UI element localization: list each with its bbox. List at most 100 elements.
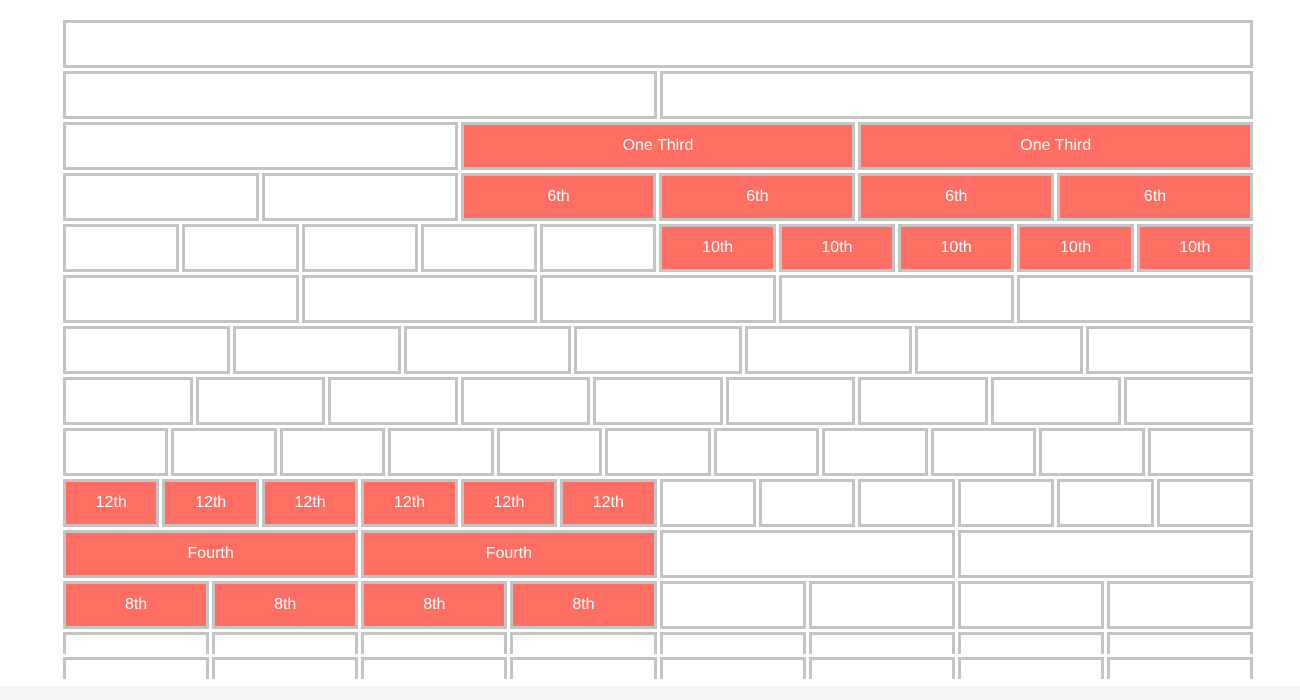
grid-cell-highlighted: 12th (162, 479, 259, 527)
grid-cell-label: 10th (821, 239, 853, 256)
grid-row (63, 71, 1253, 119)
grid-cell (808, 657, 955, 679)
grid-cell (328, 377, 458, 425)
grid-cell-highlighted: 12th (261, 479, 359, 527)
grid-cell (420, 224, 538, 272)
grid-cell (957, 632, 1104, 654)
grid-cell (1017, 275, 1253, 323)
grid-cell (63, 122, 458, 170)
grid-row (63, 632, 1253, 654)
grid-cell-label: 12th (95, 494, 127, 511)
grid-cell-label: One Third (622, 137, 694, 154)
grid-cell-label: 6th (746, 188, 769, 205)
grid-cell (182, 224, 299, 272)
grid-cell-label: One Third (1020, 137, 1092, 154)
grid-cell-highlighted: 6th (460, 173, 657, 221)
grid-cell (1057, 479, 1154, 527)
grid-cell (808, 581, 955, 629)
grid-cell-label: 10th (1059, 239, 1092, 256)
grid-cell (388, 428, 494, 476)
grid-cell-label: 8th (274, 596, 297, 613)
grid-cell-label: 12th (393, 494, 426, 511)
grid-cell (930, 428, 1037, 476)
grid-cell-label: 10th (702, 239, 734, 256)
grid-cell (725, 377, 856, 425)
grid-cell-highlighted: Fourth (361, 530, 657, 578)
grid-cell-highlighted: 8th (361, 581, 508, 629)
grid-cell (63, 377, 193, 425)
grid-cell (659, 71, 1253, 119)
grid-cell (1106, 632, 1253, 654)
grid-cell (990, 377, 1121, 425)
grid-cell-highlighted: 12th (460, 479, 558, 527)
grid-cell (808, 632, 955, 654)
grid-cell-highlighted: 6th (858, 173, 1055, 221)
grid-cell (301, 224, 418, 272)
grid-row (63, 657, 1253, 679)
grid-cell (540, 224, 657, 272)
grid-cell-highlighted: 8th (212, 581, 359, 629)
grid-row: 8th 8th 8th 8th (63, 581, 1253, 629)
grid-cell-highlighted: 12th (361, 479, 458, 527)
grid-row (63, 377, 1254, 425)
grid-cell (659, 657, 806, 679)
grid-cell (212, 657, 359, 679)
grid-cell-highlighted: 10th (659, 224, 776, 272)
grid-cell (858, 479, 955, 527)
grid-cell-label: 6th (1143, 188, 1167, 205)
grid-cell (659, 479, 756, 527)
grid-cell (1147, 428, 1253, 476)
grid-cell (195, 377, 326, 425)
grid-cell-highlighted: 6th (1057, 173, 1253, 221)
grid-cell (63, 428, 169, 476)
grid-row: 6th 6th 6th 6th (63, 173, 1253, 221)
grid-cell (713, 428, 820, 476)
grid-cell-label: 12th (592, 494, 624, 511)
grid-cell-label: 12th (493, 494, 525, 511)
grid-cell (1123, 377, 1254, 425)
grid-cell (361, 657, 508, 679)
grid-cell (957, 530, 1253, 578)
grid-cell-highlighted: 8th (510, 581, 657, 629)
grid-cell (1085, 326, 1253, 374)
grid-cell (510, 657, 657, 679)
grid-cell (403, 326, 572, 374)
grid-cell-highlighted: 10th (1136, 224, 1253, 272)
grid-cell (605, 428, 711, 476)
grid-cell (858, 377, 988, 425)
grid-cell-highlighted: 12th (560, 479, 657, 527)
grid-cell (63, 20, 1253, 68)
grid-cell (63, 632, 210, 654)
grid-cell (659, 632, 806, 654)
grid-cell-highlighted: 10th (1017, 224, 1134, 272)
grid-cell-highlighted: 10th (778, 224, 896, 272)
grid-cell (63, 71, 657, 119)
grid-cell (63, 224, 180, 272)
grid-cell (361, 632, 508, 654)
grid-cell-label: 8th (423, 596, 446, 613)
grid-cell (63, 657, 210, 679)
grid-cell-label: 6th (945, 188, 968, 205)
grid-cell (171, 428, 277, 476)
grid-cell-highlighted: 6th (659, 173, 856, 221)
grid-cell-highlighted: Fourth (63, 530, 359, 578)
grid-row (63, 326, 1253, 374)
grid-row (63, 20, 1253, 68)
grid-cell-highlighted: One Third (460, 122, 856, 170)
grid-cell (593, 377, 723, 425)
grid-cell (659, 530, 955, 578)
grid-cell (822, 428, 928, 476)
grid-cell (510, 632, 657, 654)
grid-cell-label: 8th (124, 596, 148, 613)
grid-cell-label: 12th (294, 494, 326, 511)
grid-cell (659, 581, 806, 629)
grid-cell-label: 6th (547, 188, 570, 205)
grid-cell (212, 632, 359, 654)
grid-cell (63, 275, 299, 323)
grid-cell-label: 8th (572, 596, 595, 613)
grid-cell (63, 326, 231, 374)
grid-cell (1106, 581, 1253, 629)
grid-cell (957, 581, 1104, 629)
